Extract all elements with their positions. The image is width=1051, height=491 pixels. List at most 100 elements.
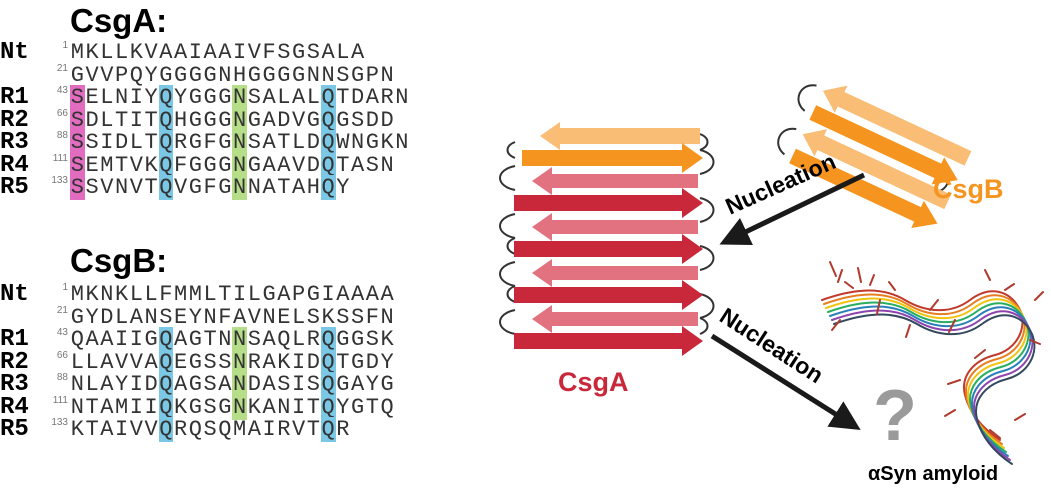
- residue: N: [380, 152, 394, 178]
- residue: S: [70, 130, 85, 155]
- residue: R: [174, 417, 188, 442]
- residue: N: [218, 327, 232, 352]
- residue: S: [277, 40, 291, 65]
- residue: G: [351, 62, 365, 88]
- residue: I: [188, 40, 202, 65]
- residue: I: [100, 130, 114, 155]
- residue: A: [174, 327, 188, 352]
- residue: L: [100, 107, 114, 133]
- residue: T: [218, 282, 232, 307]
- residue: V: [292, 107, 306, 133]
- residue: T: [115, 152, 129, 178]
- residue: L: [100, 40, 114, 65]
- csga-strand-5: [532, 259, 698, 287]
- residue: G: [262, 282, 276, 307]
- residue: A: [100, 349, 114, 375]
- residue: F: [365, 304, 379, 330]
- residue: G: [306, 282, 320, 307]
- residue: Q: [70, 327, 84, 352]
- residue: S: [351, 107, 365, 133]
- residue: Q: [158, 372, 174, 397]
- residue-number: 66: [56, 107, 68, 119]
- residue: S: [70, 107, 85, 133]
- residue: D: [115, 130, 129, 155]
- residue: A: [380, 282, 394, 307]
- residue: S: [336, 62, 350, 88]
- residue: D: [247, 372, 261, 397]
- residue: Y: [380, 349, 394, 375]
- residue: S: [218, 349, 232, 375]
- residue: Y: [144, 62, 158, 88]
- residue: L: [292, 304, 306, 330]
- residue: F: [203, 130, 217, 155]
- residue: Q: [188, 417, 202, 442]
- csgb-strand-top-dark: [522, 143, 703, 173]
- residue: L: [129, 130, 143, 155]
- residue: G: [336, 327, 350, 352]
- row-label: Nt: [0, 281, 29, 308]
- residue: G: [188, 130, 202, 155]
- residue: G: [174, 62, 188, 88]
- row-label: R5: [0, 174, 29, 201]
- row-label: R2: [0, 106, 29, 134]
- residue-number: 111: [52, 394, 68, 406]
- csgb-label: CsgB: [933, 174, 1004, 204]
- nucleation-arrow-bottom: [710, 333, 861, 431]
- residue: A: [262, 372, 276, 397]
- residue: D: [306, 130, 320, 155]
- residue: V: [174, 175, 188, 200]
- residue: A: [262, 175, 276, 200]
- residue: E: [85, 85, 99, 110]
- residue: G: [218, 107, 232, 133]
- residue: S: [365, 327, 379, 352]
- residue: R: [306, 327, 320, 352]
- residue: S: [203, 394, 217, 420]
- residue: G: [188, 372, 202, 397]
- residue: A: [174, 40, 188, 65]
- residue: V: [144, 40, 158, 65]
- row-label: R3: [0, 129, 29, 156]
- residue: G: [380, 372, 394, 397]
- residue: Q: [158, 130, 174, 155]
- residue: S: [306, 304, 320, 330]
- residue: A: [262, 327, 276, 352]
- residue: G: [306, 107, 320, 133]
- residue: A: [100, 417, 114, 442]
- residue: N: [232, 152, 247, 178]
- residue: H: [306, 175, 320, 200]
- residue: D: [380, 107, 394, 133]
- residue: T: [85, 417, 99, 442]
- residue: A: [351, 152, 365, 178]
- residue: A: [174, 372, 188, 397]
- residue: T: [336, 349, 350, 375]
- residue: A: [129, 304, 143, 330]
- row-label: R4: [0, 151, 29, 179]
- residue-number: 133: [51, 175, 68, 186]
- residue: K: [115, 282, 129, 307]
- residue: N: [395, 130, 409, 155]
- residue: A: [292, 85, 306, 110]
- residue: F: [174, 152, 188, 178]
- residue: R: [380, 85, 394, 110]
- row-label: R5: [0, 416, 29, 443]
- csga-title: CsgA:: [70, 2, 168, 39]
- residue: K: [321, 304, 335, 330]
- residue: A: [100, 372, 114, 397]
- residue: G: [188, 85, 202, 110]
- residue: I: [129, 107, 143, 133]
- residue: P: [365, 62, 379, 88]
- residue: N: [203, 304, 217, 330]
- residue: G: [203, 152, 217, 178]
- asyn-amyloid-structure: [821, 261, 1044, 465]
- residue: S: [351, 304, 365, 330]
- residue: G: [203, 107, 217, 133]
- residue: G: [262, 62, 276, 88]
- residue: L: [277, 85, 291, 110]
- residue: N: [232, 394, 247, 420]
- residue-number: 88: [56, 130, 68, 141]
